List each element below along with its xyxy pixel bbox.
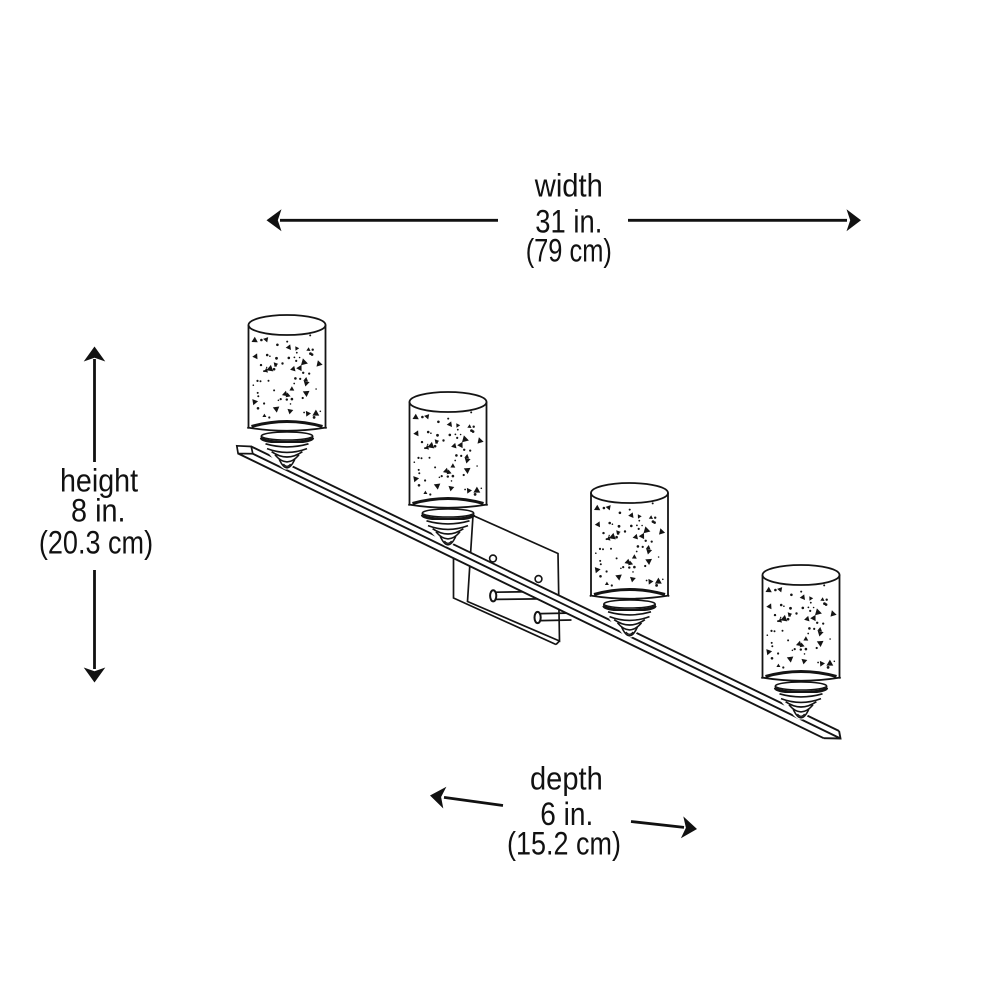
svg-text:(20.3 cm): (20.3 cm) bbox=[39, 525, 153, 561]
svg-text:(15.2 cm): (15.2 cm) bbox=[507, 825, 621, 861]
svg-text:height: height bbox=[60, 462, 138, 498]
svg-text:(79 cm): (79 cm) bbox=[526, 233, 612, 269]
svg-text:width: width bbox=[534, 167, 603, 203]
svg-text:6 in.: 6 in. bbox=[540, 796, 593, 832]
svg-text:8 in.: 8 in. bbox=[71, 492, 126, 528]
svg-text:31 in.: 31 in. bbox=[535, 204, 602, 240]
svg-text:depth: depth bbox=[530, 761, 603, 797]
